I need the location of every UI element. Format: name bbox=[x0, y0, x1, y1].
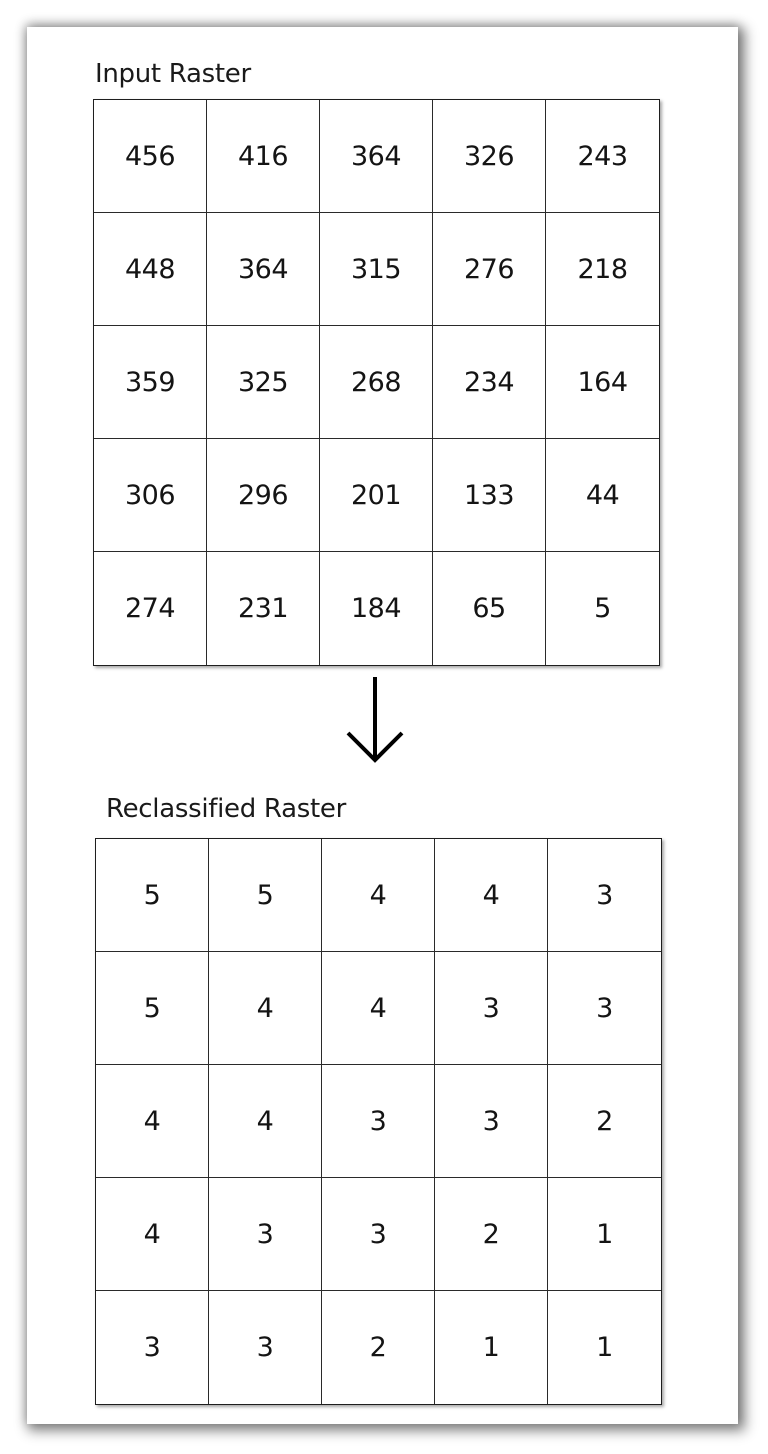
grid-cell: 3 bbox=[548, 839, 661, 952]
grid-cell: 201 bbox=[320, 439, 433, 552]
grid-cell: 268 bbox=[320, 326, 433, 439]
grid-cell: 164 bbox=[546, 326, 659, 439]
grid-cell: 4 bbox=[96, 1178, 209, 1291]
grid-cell: 1 bbox=[435, 1291, 548, 1404]
grid-cell: 4 bbox=[322, 839, 435, 952]
grid-cell: 184 bbox=[320, 552, 433, 665]
grid-cell: 3 bbox=[435, 952, 548, 1065]
grid-cell: 234 bbox=[433, 326, 546, 439]
grid-cell: 2 bbox=[322, 1291, 435, 1404]
down-arrow-icon bbox=[346, 677, 404, 763]
grid-cell: 3 bbox=[209, 1291, 322, 1404]
grid-cell: 4 bbox=[96, 1065, 209, 1178]
grid-cell: 4 bbox=[209, 952, 322, 1065]
grid-cell: 448 bbox=[94, 213, 207, 326]
grid-cell: 1 bbox=[596, 1332, 613, 1363]
grid-cell: 65 bbox=[433, 552, 546, 665]
grid-cell: 416 bbox=[207, 100, 320, 213]
grid-cell: 4 bbox=[322, 952, 435, 1065]
grid-cell: 5 bbox=[96, 839, 209, 952]
grid-cell: 364 bbox=[320, 100, 433, 213]
grid-cell: 1 bbox=[548, 1178, 661, 1291]
reclassified-raster-title: Reclassified Raster bbox=[106, 794, 346, 824]
grid-cell: 3 bbox=[322, 1065, 435, 1178]
grid-cell: 3 bbox=[96, 1291, 209, 1404]
grid-cell: 306 bbox=[94, 439, 207, 552]
grid-cell: 315 bbox=[320, 213, 433, 326]
grid-cell: 2 bbox=[435, 1178, 548, 1291]
grid-cell: 231 bbox=[207, 552, 320, 665]
grid-cell: 5 bbox=[209, 839, 322, 952]
grid-cell: 274 bbox=[94, 552, 207, 665]
grid-cell: 243 bbox=[546, 100, 659, 213]
grid-cell: 5 bbox=[96, 952, 209, 1065]
reclassified-raster-grid: 5 5 4 4 3 5 4 4 3 3 4 4 3 3 2 4 3 3 2 1 … bbox=[95, 838, 662, 1405]
grid-cell: 3 bbox=[209, 1178, 322, 1291]
grid-cell: 325 bbox=[207, 326, 320, 439]
grid-cell: 296 bbox=[207, 439, 320, 552]
figure-card: Input Raster 456 416 364 326 243 448 364… bbox=[27, 27, 738, 1424]
input-raster-title: Input Raster bbox=[95, 59, 251, 89]
input-raster-grid: 456 416 364 326 243 448 364 315 276 218 … bbox=[93, 99, 660, 666]
grid-cell: 276 bbox=[433, 213, 546, 326]
grid-cell: 359 bbox=[94, 326, 207, 439]
grid-cell: 3 bbox=[322, 1178, 435, 1291]
grid-cell: 5 bbox=[594, 593, 611, 624]
grid-cell: 44 bbox=[546, 439, 659, 552]
grid-cell: 3 bbox=[548, 952, 661, 1065]
grid-cell: 2 bbox=[548, 1065, 661, 1178]
grid-cell: 133 bbox=[433, 439, 546, 552]
grid-cell: 364 bbox=[207, 213, 320, 326]
grid-cell: 456 bbox=[94, 100, 207, 213]
grid-cell: 4 bbox=[209, 1065, 322, 1178]
grid-cell: 218 bbox=[546, 213, 659, 326]
grid-cell: 4 bbox=[435, 839, 548, 952]
grid-cell: 326 bbox=[433, 100, 546, 213]
grid-cell: 3 bbox=[435, 1065, 548, 1178]
